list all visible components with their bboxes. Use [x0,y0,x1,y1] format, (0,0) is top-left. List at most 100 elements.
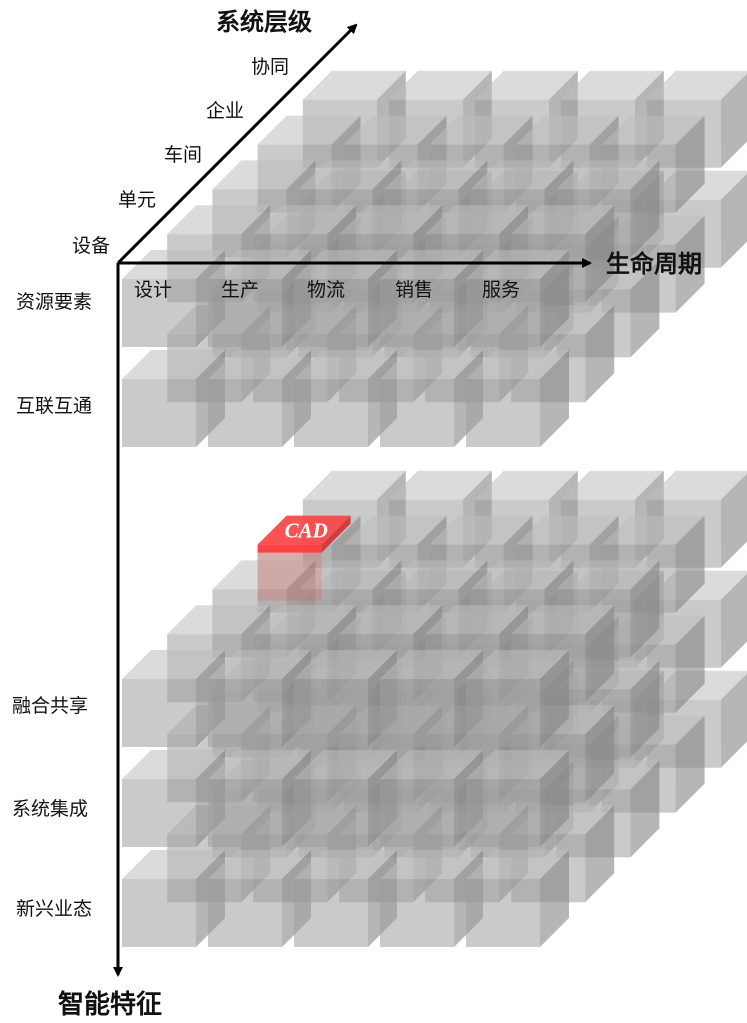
cube-side-face [540,650,569,747]
system-level-label: 协同 [251,56,289,78]
cube-top-face [122,850,225,879]
feature-label: 系统集成 [12,798,88,820]
cube-front-face [380,279,454,347]
cube-side-face [675,215,705,313]
cube-top-face [380,650,483,679]
cube-top-face [253,605,357,635]
cube-top-face [556,560,660,590]
highlight-group: CAD [257,515,351,601]
cube-front-face [466,779,540,847]
cube-front-face [122,279,196,347]
cube-top-face [556,160,660,190]
cube-top-face [515,515,619,545]
feature-label: 互联互通 [16,395,92,417]
cube-top-face [339,605,443,635]
feature-label: 新兴业态 [16,898,92,920]
cube-top-face [429,115,533,145]
cube-top-face [470,160,574,190]
cube-top-face [560,70,664,100]
cube-top-face [208,350,311,379]
cube-top-face [122,350,225,379]
feature-label: 资源要素 [16,291,92,313]
cube-side-face [540,750,569,847]
cube-top-face [343,515,447,545]
cube-top-face [302,70,406,100]
cube-top-face [167,605,271,635]
cube-front-face [208,679,282,747]
cube-side-face [540,850,569,947]
cube-side-face [585,205,615,303]
cube-front-face [294,279,368,347]
cube-side-face [630,160,660,258]
cube-top-face [294,650,397,679]
system-level-label: 车间 [164,144,202,166]
grid-cube [466,750,569,847]
cube-front-face [380,679,454,747]
system-level-label: 企业 [206,100,244,122]
lifecycle-label: 设计 [134,279,172,301]
cube-top-face [466,750,569,779]
cube-top-face [388,470,492,500]
cube-front-face [208,779,282,847]
axis-title-feature: 智能特征 [58,989,162,1020]
cube-front-face [466,379,540,447]
cube-top-face [380,350,483,379]
cube-top-face [257,115,361,145]
cube-front-face [380,879,454,947]
cube-top-face [470,560,574,590]
cube-front-face [380,379,454,447]
cube-top-face [298,160,402,190]
cube-top-face [466,350,569,379]
cube-front-face [122,679,196,747]
cube-side-face [720,673,747,768]
cube-top-face [167,205,271,235]
cube-front-face [208,379,282,447]
cube-top-face [380,750,483,779]
cube-side-face [720,573,747,668]
cube-top-face [425,605,529,635]
cube-grid [122,70,747,947]
highlight-front-edge [257,544,322,553]
lifecycle-label: 服务 [482,279,520,301]
cube-top-face [388,70,492,100]
cube-top-face [294,350,397,379]
cube-top-face [294,750,397,779]
cube-front-face [380,779,454,847]
feature-label: 融合共享 [12,695,88,717]
cube-front-face [466,679,540,747]
cube-top-face [302,470,406,500]
highlight-front-face [257,552,322,601]
cube-top-face [429,515,533,545]
cube-top-face [253,205,357,235]
cube-front-face [122,379,196,447]
cube-side-face [630,260,660,358]
cube-side-face [585,705,615,803]
cube-front-face [294,879,368,947]
grid-cube [466,250,569,347]
highlight-top-face [257,515,351,545]
cube-side-face [675,715,705,813]
cube-top-face [646,470,747,500]
cube-top-face [208,650,311,679]
cube-side-face [540,250,569,347]
axis-title-lifecycle: 生命周期 [606,250,702,278]
cube-top-face [343,115,447,145]
cube-top-face [298,560,402,590]
cube-top-face [122,650,225,679]
cube-top-face [646,70,747,100]
cube-front-face [208,279,282,347]
cube-top-face [339,205,443,235]
cube-top-face [294,850,397,879]
grid-cube [466,850,569,947]
cube-front-face [122,879,196,947]
cube-top-face [474,470,578,500]
cube-front-face [208,879,282,947]
cube-top-face [511,205,615,235]
cube-front-face [294,779,368,847]
cube-side-face [720,473,747,568]
system-level-label: 设备 [72,235,110,257]
cube-side-face [585,305,615,403]
cube-side-face [675,515,705,613]
cube-side-face [585,605,615,703]
